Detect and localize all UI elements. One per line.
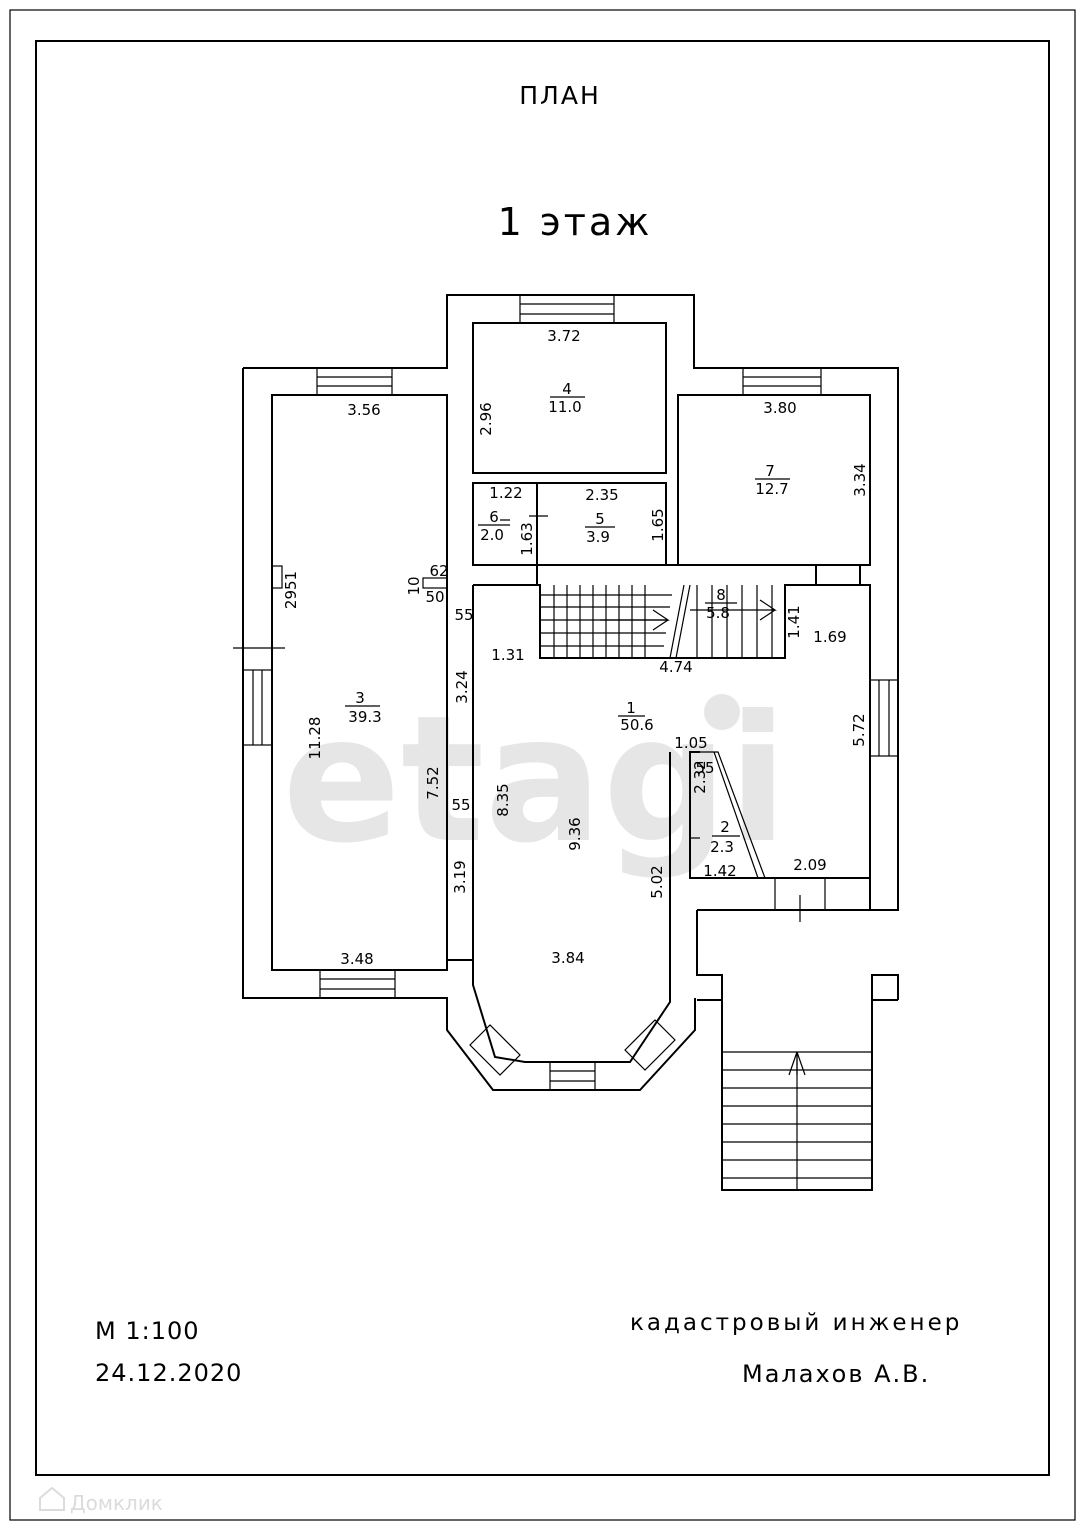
svg-text:3.24: 3.24 [453,670,471,703]
room-6-number: 6 [489,508,499,526]
outer-frame [9,9,1076,1521]
svg-text:55: 55 [454,606,473,624]
room-1-number: 1 [626,699,636,717]
svg-text:10: 10 [405,576,423,595]
etagi-watermark: etagi [282,679,788,882]
room-5-number: 5 [595,510,605,528]
svg-text:2.96: 2.96 [477,402,495,435]
svg-text:8.35: 8.35 [494,783,512,816]
svg-text:1.31: 1.31 [491,646,524,664]
svg-text:62: 62 [429,562,448,580]
floor-title: 1 этаж [498,200,653,244]
svg-text:2.35: 2.35 [585,486,618,504]
entrance-stairs [722,878,872,1190]
svg-text:50: 50 [425,588,444,606]
svg-text:1.05: 1.05 [674,734,707,752]
svg-text:1.65: 1.65 [649,508,667,541]
windows [233,294,899,1091]
svg-text:1.69: 1.69 [813,628,846,646]
svg-text:3.34: 3.34 [851,463,869,496]
room-8-area: 5.8 [706,604,730,622]
svg-text:2.32: 2.32 [691,760,709,793]
inner-frame [35,40,1050,1476]
svg-text:11.28: 11.28 [306,717,324,760]
room-1-area: 50.6 [620,716,653,734]
svg-text:5.72: 5.72 [850,713,868,746]
room-8-number: 8 [716,586,726,604]
svg-text:3.72: 3.72 [547,327,580,345]
svg-text:1.42: 1.42 [703,862,736,880]
svg-text:55: 55 [451,796,470,814]
svg-text:2.09: 2.09 [793,856,826,874]
svg-text:1.63: 1.63 [518,522,536,555]
scale-label: М 1:100 [95,1317,200,1345]
room-labels: 1 50.6 2 2.3 3 39.3 4 11.0 5 3.9 6 2.0 7… [345,380,790,856]
closet-wall [690,751,766,879]
svg-text:3.48: 3.48 [340,950,373,968]
room-2-area: 2.3 [710,838,734,856]
interior-stairs [540,584,777,659]
plan-title: ПЛАН [519,81,601,110]
svg-text:4.74: 4.74 [659,658,692,676]
svg-text:3.19: 3.19 [451,860,469,893]
svg-text:1.22: 1.22 [489,484,522,502]
room-7-area: 12.7 [755,480,788,498]
svg-text:7.52: 7.52 [424,766,442,799]
svg-text:3.84: 3.84 [551,949,584,967]
dimension-labels: 3.72 2.96 3.56 3.80 3.34 1.22 2.35 1.63 … [282,327,869,968]
svg-text:2951: 2951 [282,571,300,609]
svg-text:1.41: 1.41 [785,605,803,638]
room-2-number: 2 [720,818,730,836]
svg-text:Домклик: Домклик [70,1491,163,1515]
watermark-dot [704,694,740,730]
room-7-number: 7 [765,462,775,480]
svg-text:5.02: 5.02 [648,865,666,898]
room-5-area: 3.9 [586,528,610,546]
date-label: 24.12.2020 [95,1359,242,1387]
svg-text:55: 55 [695,759,714,777]
domclick-watermark: Домклик [39,1486,163,1515]
room-4-number: 4 [562,380,572,398]
svg-text:3.56: 3.56 [347,401,380,419]
room-3-area: 39.3 [348,708,381,726]
svg-text:3.80: 3.80 [763,399,796,417]
room-4-area: 11.0 [548,398,581,416]
svg-text:9.36: 9.36 [566,817,584,850]
engineer-name: Малахов А.В. [742,1360,930,1388]
engineer-role: кадастровый инженер [630,1310,962,1336]
room-3-number: 3 [355,689,365,707]
room-6-area: 2.0 [480,526,504,544]
